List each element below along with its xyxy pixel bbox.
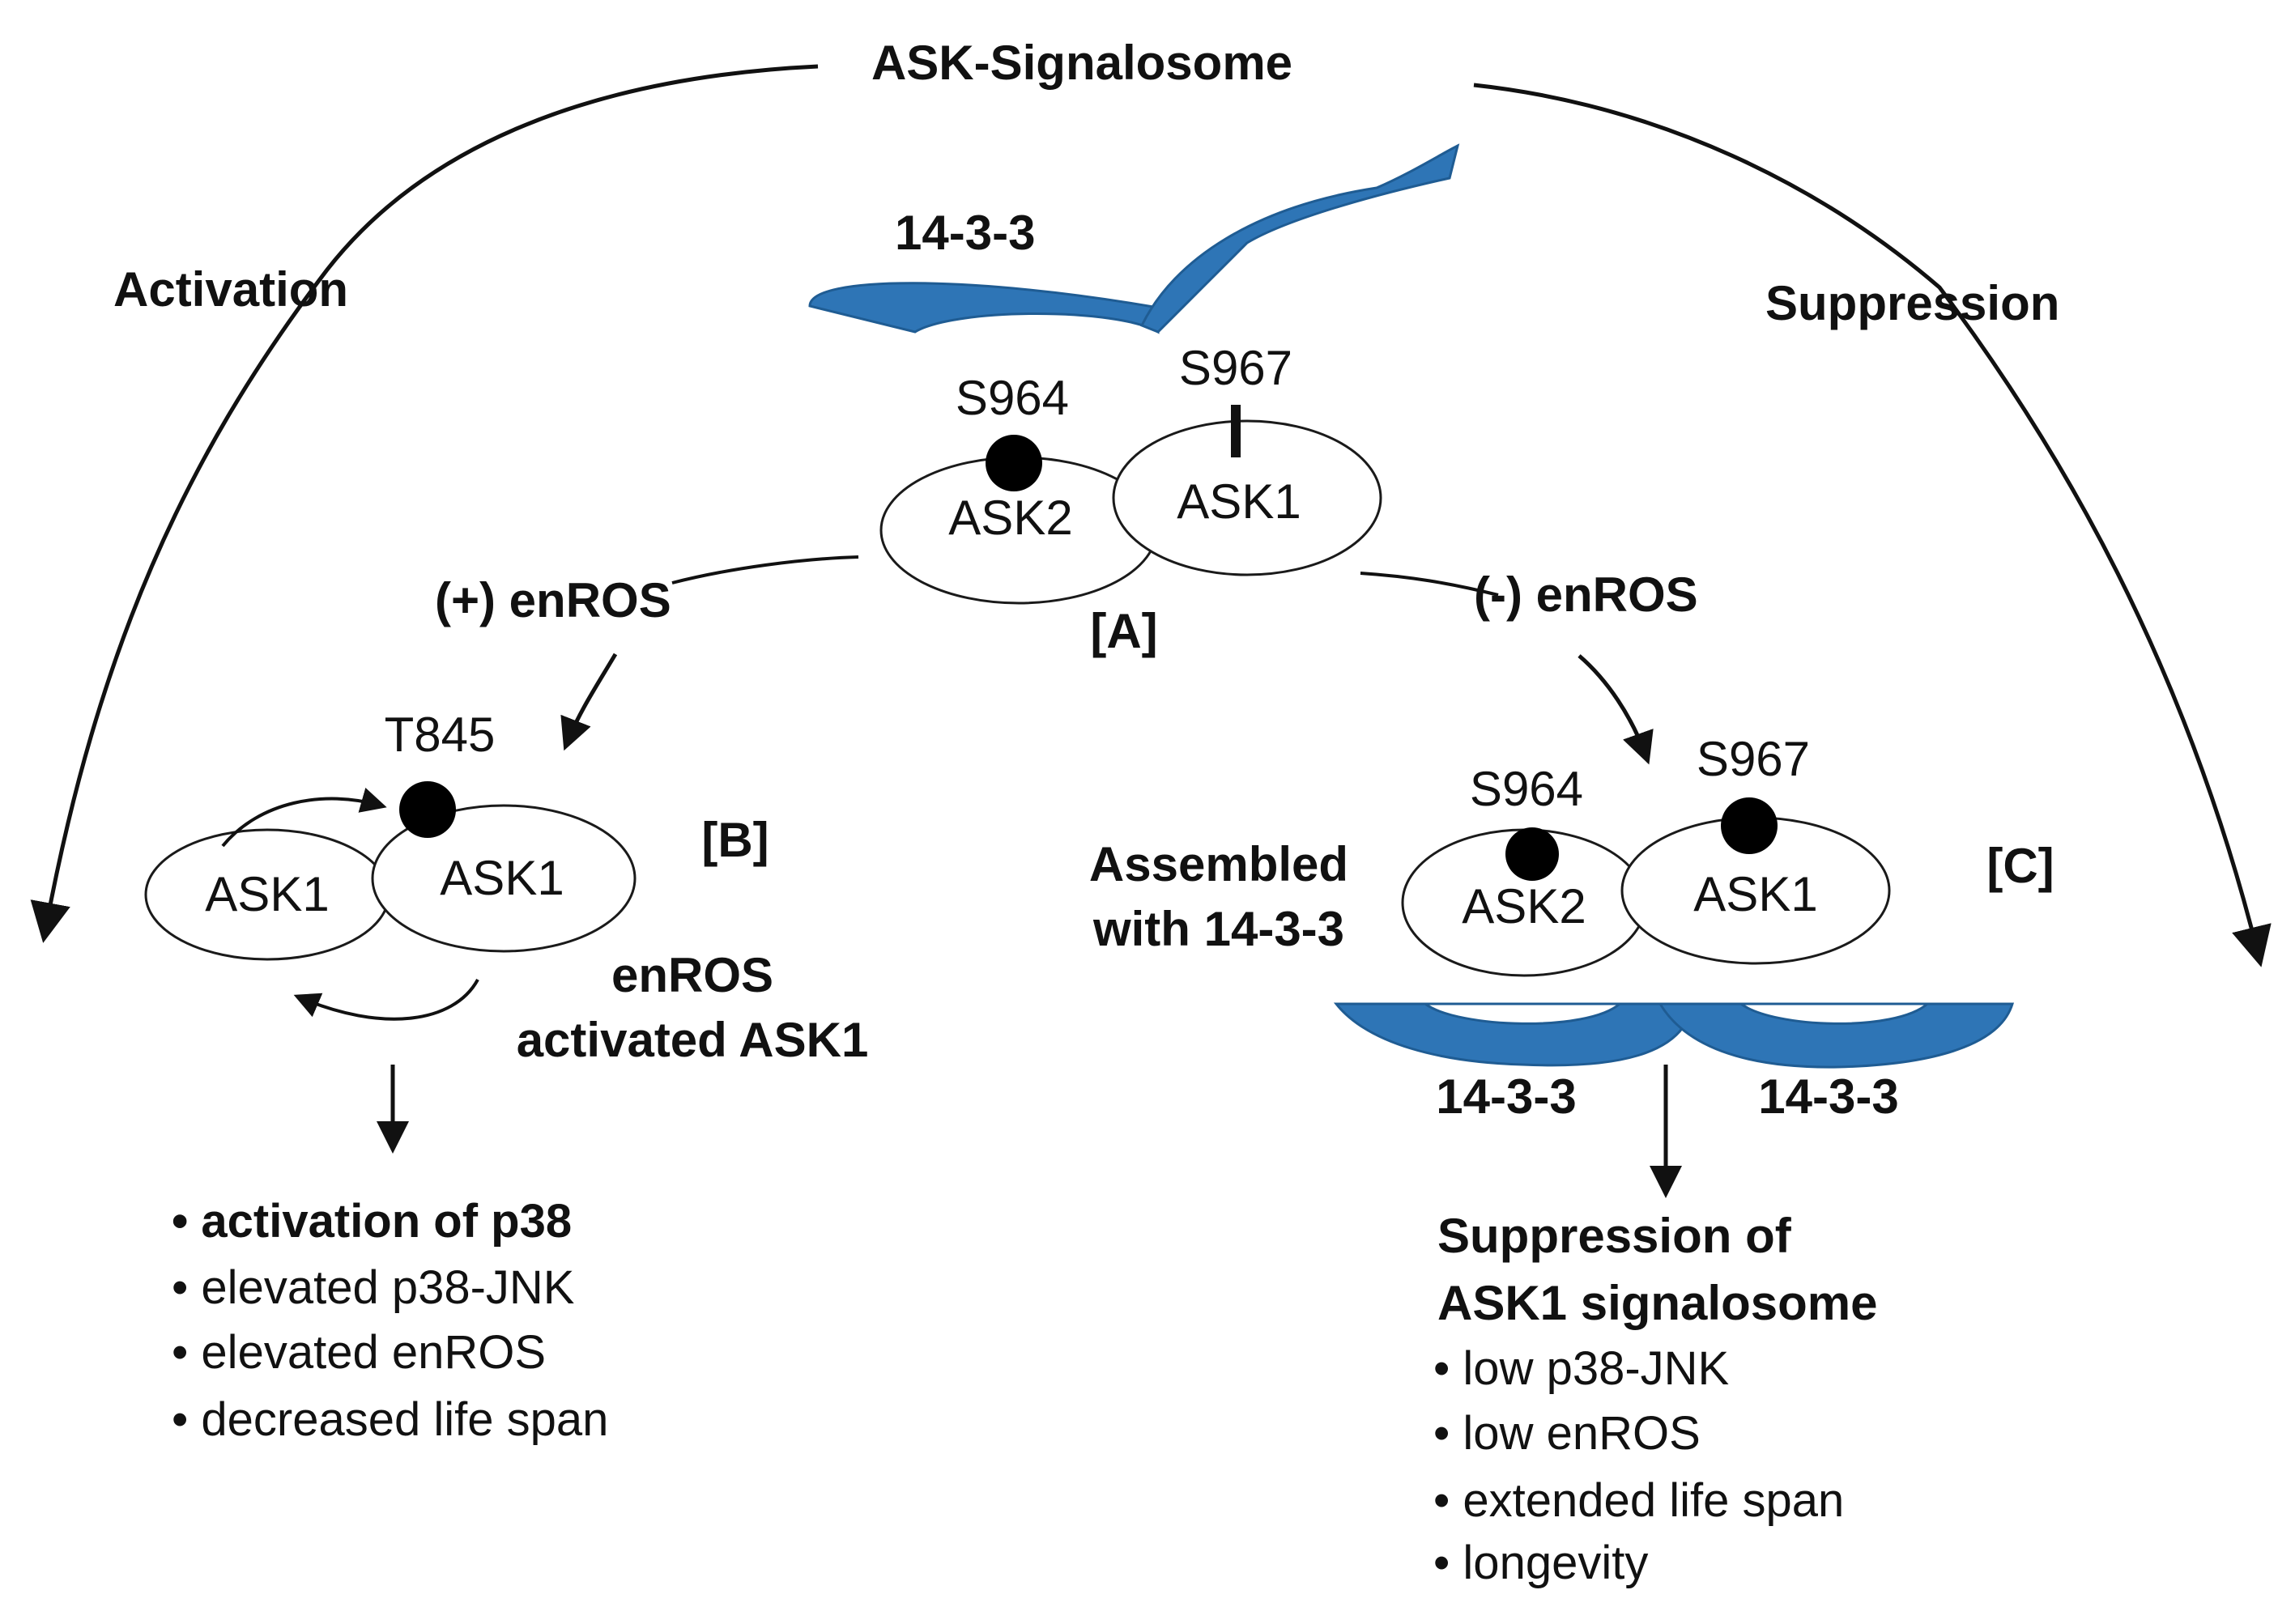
ask1-label-a: ASK1 [1177,474,1301,529]
suppression-label: Suppression [1765,276,2059,330]
panel-a: 14-3-3 ASK2 ASK1 S964 S967 [A] [808,143,1460,658]
outcome-c-4: • longevity [1433,1537,1648,1589]
autophos-arrow-top-b [221,788,387,848]
panel-c-caption-line1: Assembled [1089,837,1348,891]
ask1-right-label-b: ASK1 [440,851,564,905]
diagram-title: ASK-Signalosome [871,36,1292,90]
panel-b: ASK1 ASK1 T845 [B] enROS activated ASK1 … [144,708,869,1446]
panel-c-label: [C] [1986,839,2054,893]
arrow-to-panel-b [560,653,618,751]
outcome-c-1: • low p38-JNK [1433,1342,1730,1395]
outcome-c-3: • extended life span [1433,1474,1844,1527]
s964-phospho-dot-a [986,435,1042,491]
panel-b-label: [B] [701,813,769,867]
suppression-arc [1473,83,2272,967]
s967-site-mark-a [1231,405,1241,457]
s964-label-a: S964 [956,371,1069,425]
outcome-title-c-line1: Suppression of [1437,1209,1792,1263]
t845-label-b: T845 [385,708,496,762]
positive-enros-label: (+) enROS [435,573,671,627]
ask1-ellipse-a [1112,419,1382,576]
activation-arc [30,64,819,943]
outcome-b-3: • elevated enROS [172,1326,546,1379]
outcome-b-2: • elevated p38-JNK [172,1261,575,1314]
panel-b-caption-line2: activated ASK1 [517,1013,869,1067]
s967-phospho-dot-c [1721,797,1778,854]
s964-label-c: S964 [1470,762,1583,816]
ask2-label-a: ASK2 [948,491,1072,545]
activation-label: Activation [113,262,348,317]
scaffold-14-3-3-c-right-label: 14-3-3 [1758,1069,1898,1124]
s967-label-a: S967 [1179,341,1292,395]
ask2-label-c: ASK2 [1462,879,1586,933]
autophos-arrow-bottom-b [293,979,479,1021]
panel-c-caption-line2: with 14-3-3 [1092,902,1344,956]
s967-label-c: S967 [1697,732,1810,786]
outcome-c-2: • low enROS [1433,1407,1701,1460]
ask1-right-ellipse-b [371,804,637,953]
outcome-b-1: • activation of p38 [172,1195,572,1248]
scaffold-14-3-3-a-right [1139,143,1460,334]
arrow-to-panel-c [1578,654,1654,765]
ask1-label-c: ASK1 [1693,867,1817,921]
ask1-left-label-b: ASK1 [205,867,329,921]
scaffold-14-3-3-a-left [808,282,1160,334]
s964-phospho-dot-c [1505,827,1559,881]
negative-enros-label: (-) enROS [1474,568,1698,622]
panel-c: ASK2 ASK1 S964 S967 [C] Assembled with 1… [1089,732,2054,1589]
scaffold-14-3-3-c-right [1658,1002,2015,1069]
positive-branch-line [671,555,859,585]
outcome-title-c-line2: ASK1 signalosome [1437,1276,1878,1330]
panel-b-caption-line1: enROS [611,948,773,1002]
scaffold-14-3-3-a-label: 14-3-3 [895,206,1035,260]
scaffold-14-3-3-c-left-label: 14-3-3 [1436,1069,1576,1124]
negative-branch-line [1360,572,1499,597]
scaffold-14-3-3-c-left [1333,1002,1694,1067]
t845-phospho-dot-b [399,781,456,838]
panel-a-label: [A] [1090,604,1157,658]
outcome-b-4: • decreased life span [172,1393,608,1446]
